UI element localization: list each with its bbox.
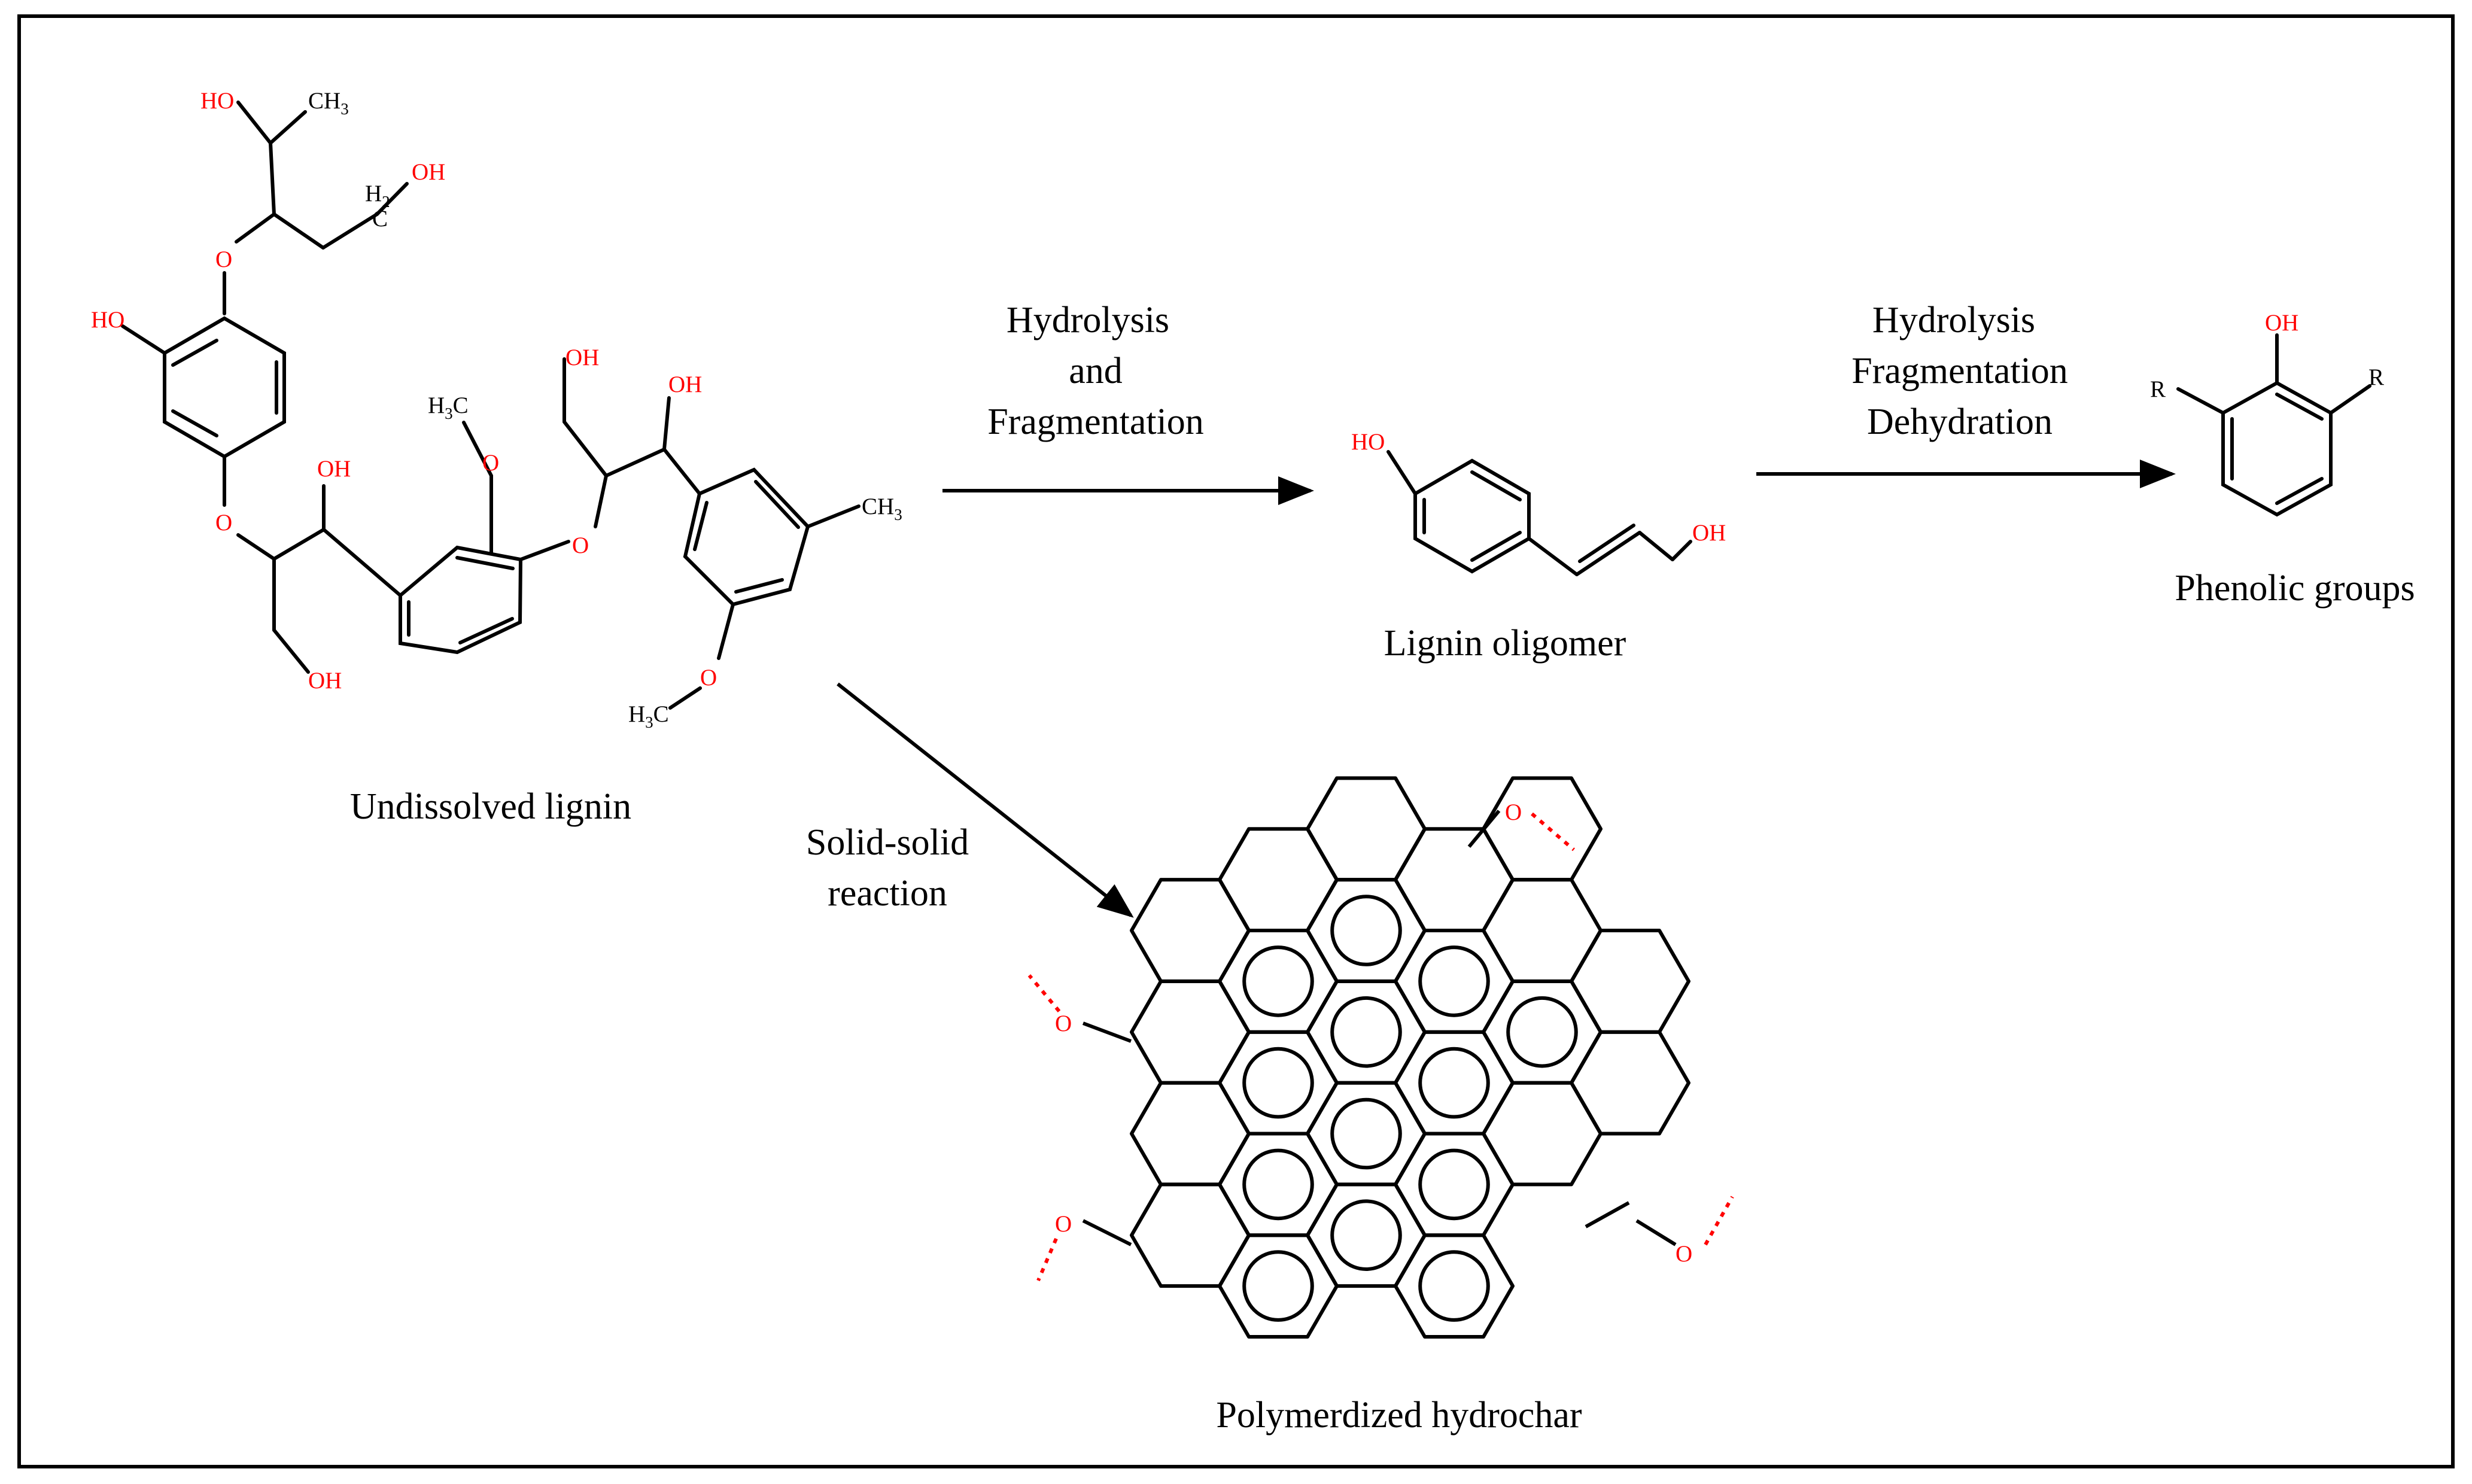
arrow-solid-solid-reaction — [837, 682, 1134, 918]
aromatic-ring-circle — [1330, 996, 1402, 1068]
svg-text:Dehydration: Dehydration — [1867, 402, 2053, 442]
aromatic-ring-circle — [1330, 1199, 1402, 1271]
polymerized-hydrochar-structure — [1027, 776, 1734, 1339]
atom-o: O — [482, 450, 499, 476]
figure-border — [17, 14, 2455, 1468]
undissolved-lignin-atoms: HO CH3 H2 C OH O HO O OH OH H3C O O OH O… — [91, 88, 902, 731]
atom-oh: OH — [565, 345, 599, 370]
dotted-continuation — [1531, 812, 1575, 852]
atom-o: O — [215, 247, 232, 272]
atom-ho: HO — [200, 88, 234, 114]
aromatic-ring-circle — [1330, 1097, 1402, 1170]
svg-text:and: and — [1069, 351, 1123, 391]
hexagon-ring — [1130, 979, 1251, 1085]
atom-r: R — [2368, 364, 2384, 390]
atom-o: O — [572, 533, 589, 558]
atom-o: O — [215, 510, 232, 536]
arrow-1-label: Hydrolysis and Fragmentation — [987, 300, 1204, 442]
arrow-3-label: Solid-solid reaction — [806, 822, 969, 914]
atom-oh: OH — [2265, 310, 2298, 336]
label-phenolic-groups: Phenolic groups — [2175, 568, 2415, 609]
atom-c: C — [372, 206, 388, 232]
ether-bond — [1082, 1219, 1132, 1246]
hexagon-ring — [1570, 929, 1690, 1034]
aromatic-ring-circle — [1242, 1047, 1314, 1119]
atom-o: O — [1055, 1011, 1072, 1036]
atom-oh: OH — [412, 159, 445, 185]
aromatic-ring-circle — [1330, 895, 1402, 966]
atom-o: O — [1505, 799, 1522, 825]
ether-bond — [1082, 1021, 1132, 1043]
label-lignin-oligomer: Lignin oligomer — [1384, 623, 1626, 664]
undissolved-lignin-structure — [121, 101, 861, 710]
atom-o: O — [700, 665, 717, 691]
aromatic-ring-circle — [1418, 1250, 1490, 1322]
lignin-oligomer-structure — [1386, 450, 1692, 576]
svg-text:Fragmentation: Fragmentation — [987, 402, 1204, 442]
dotted-continuation — [1036, 1237, 1058, 1282]
hexagon-ring — [1570, 1030, 1690, 1136]
aromatic-ring-circle — [1418, 1047, 1490, 1119]
atom-o: O — [1055, 1211, 1072, 1237]
atom-r: R — [2150, 376, 2166, 402]
hexagon-ring — [1130, 878, 1251, 983]
phenolic-groups-structure — [2176, 333, 2371, 517]
svg-text:Hydrolysis: Hydrolysis — [1007, 300, 1169, 340]
atom-h2c: H2 — [365, 181, 390, 211]
atom-o: O — [1676, 1241, 1692, 1267]
hexagon-ring — [1130, 1182, 1251, 1288]
svg-text:Hydrolysis: Hydrolysis — [1872, 300, 2035, 340]
double-bond — [1585, 1201, 1630, 1228]
label-undissolved-lignin: Undissolved lignin — [350, 786, 631, 827]
lignin-oligomer-atoms: HO OH — [1351, 429, 1726, 546]
hexagon-ring — [1482, 1081, 1603, 1187]
hydrochar-atoms: O O O O — [1055, 799, 1692, 1267]
svg-text:reaction: reaction — [828, 873, 947, 914]
atom-ho: HO — [91, 307, 124, 333]
dotted-continuation — [1704, 1196, 1734, 1246]
hexagon-ring — [1218, 827, 1339, 932]
ether-bond — [1635, 1219, 1677, 1246]
hexagon-ring — [1482, 776, 1603, 882]
hexagon-ring — [1306, 776, 1427, 882]
atom-oh: OH — [317, 456, 351, 482]
atom-ho: HO — [1351, 429, 1385, 455]
atom-h3c: H3C — [428, 393, 469, 422]
atom-oh: OH — [668, 372, 702, 397]
svg-text:Fragmentation: Fragmentation — [1851, 351, 2068, 391]
atom-ch3: CH3 — [862, 494, 902, 524]
aromatic-ring-circle — [1242, 1250, 1314, 1322]
phenolic-groups-atoms: OH R R — [2150, 310, 2384, 402]
arrow-2-label: Hydrolysis Fragmentation Dehydration — [1851, 300, 2068, 442]
dotted-continuation — [1027, 974, 1061, 1012]
aromatic-ring-circle — [1418, 1148, 1490, 1221]
hexagon-ring — [1394, 1233, 1515, 1339]
atom-oh: OH — [308, 668, 342, 694]
hexagon-ring — [1130, 1081, 1251, 1187]
ether-bond — [1467, 810, 1501, 848]
atom-h3c: H3C — [628, 701, 669, 731]
atom-oh: OH — [1692, 520, 1726, 546]
atom-ch3: CH3 — [308, 88, 349, 118]
aromatic-ring-circle — [1242, 1148, 1314, 1221]
aromatic-ring-circle — [1242, 945, 1314, 1017]
label-polymerized-hydrochar: Polymerdized hydrochar — [1216, 1395, 1582, 1436]
aromatic-ring-circle — [1418, 945, 1490, 1017]
svg-text:Solid-solid: Solid-solid — [806, 822, 969, 863]
hexagon-ring — [1394, 827, 1515, 932]
aromatic-ring-circle — [1506, 996, 1578, 1068]
hexagon-ring — [1482, 878, 1603, 983]
